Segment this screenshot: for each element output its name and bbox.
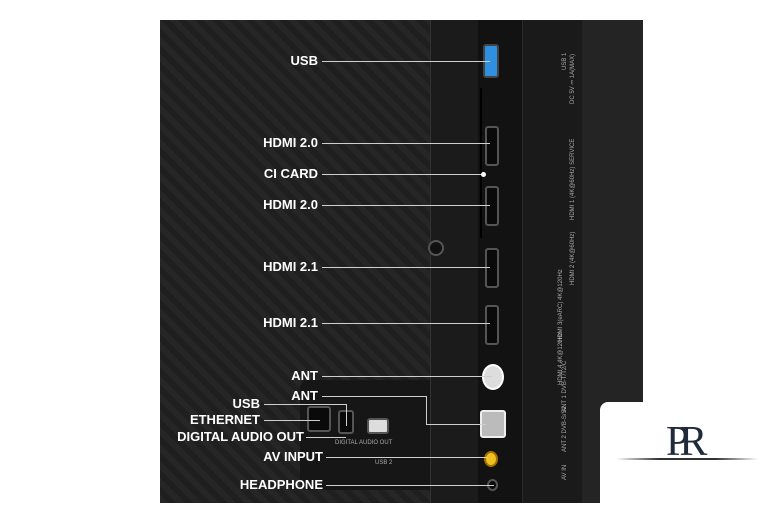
callout-ci-card: CI CARD [263, 166, 318, 181]
logo-badge: PR [600, 402, 774, 524]
printed-label-ant2: ANT 2 DVB-S/S2 [562, 406, 568, 452]
printed-label-av-in: AV IN [562, 464, 568, 480]
leader-ant1 [322, 376, 492, 377]
printed-label-hdmi2: HDMI 2 (4K@60Hz) [570, 231, 576, 285]
leader-usb-top [322, 61, 490, 62]
leader-ethernet [264, 420, 320, 421]
leader-hdmi21-a [322, 267, 490, 268]
leader-hdmi20-a [322, 143, 490, 144]
callout-usb-top: USB [290, 53, 318, 68]
printed-label-usb2: USB 2 [375, 460, 393, 466]
callout-av-input: AV INPUT [263, 449, 323, 464]
av-input-jack [484, 451, 498, 467]
leader-headphone [326, 485, 494, 486]
leader-av-input [326, 457, 488, 458]
ci-card-slot [480, 88, 482, 238]
leader-usb-bottom-h [264, 404, 346, 405]
callout-hdmi21-a: HDMI 2.1 [263, 259, 318, 274]
hdmi-port-2 [485, 186, 499, 226]
usb-port-bottom [367, 418, 389, 434]
callout-ant1: ANT [291, 368, 318, 383]
ant-port-1 [482, 364, 504, 390]
callout-ant2: ANT [291, 388, 318, 403]
callout-usb-bottom: USB [232, 396, 260, 411]
printed-label-hdmi3: HDMI 3(eARC) 4K@120Hz [558, 269, 564, 342]
printed-label-usb1: USB 1 [562, 52, 568, 70]
printed-label-ant1: ANT 1 DVB-T/T2/C [562, 360, 568, 412]
leader-hdmi20-b [322, 205, 490, 206]
screw-1 [428, 240, 444, 256]
leader-hdmi21-b [322, 323, 490, 324]
leader-ci-card [322, 174, 483, 175]
tv-ports-photo: USB 1 DC 5V ⎓ 1A(MAX) HDMI 1 (4K@60Hz) S… [160, 20, 643, 503]
printed-label-digital-audio: DIGITAL AUDIO OUT [335, 440, 393, 446]
printed-label-hdmi1: HDMI 1 (4K@60Hz) SERVICE [570, 138, 576, 220]
leader-ant2-h1 [322, 396, 426, 397]
leader-ant2-v [426, 396, 427, 424]
callout-hdmi21-b: HDMI 2.1 [263, 315, 318, 330]
callout-hdmi20-b: HDMI 2.0 [263, 197, 318, 212]
panel-edge [430, 20, 479, 503]
hdmi-port-1 [485, 126, 499, 166]
callout-headphone: HEADPHONE [239, 477, 323, 492]
callout-ethernet: ETHERNET [189, 412, 260, 427]
label-side [522, 20, 583, 503]
hdmi-port-3 [485, 248, 499, 288]
lower-port-bay [300, 380, 430, 490]
hdmi-port-4 [485, 305, 499, 345]
printed-label-usb1-power: DC 5V ⎓ 1A(MAX) [570, 53, 576, 104]
logo-underline [616, 458, 758, 460]
callout-digital-audio: DIGITAL AUDIO OUT [177, 429, 304, 444]
ethernet-port [307, 406, 331, 432]
ant-port-2 [480, 410, 506, 438]
leader-ant2-h2 [426, 424, 486, 425]
leader-usb-bottom-v [346, 404, 347, 426]
ci-card-dot [481, 172, 486, 177]
callout-hdmi20-a: HDMI 2.0 [263, 135, 318, 150]
leader-digital-audio [306, 437, 346, 438]
